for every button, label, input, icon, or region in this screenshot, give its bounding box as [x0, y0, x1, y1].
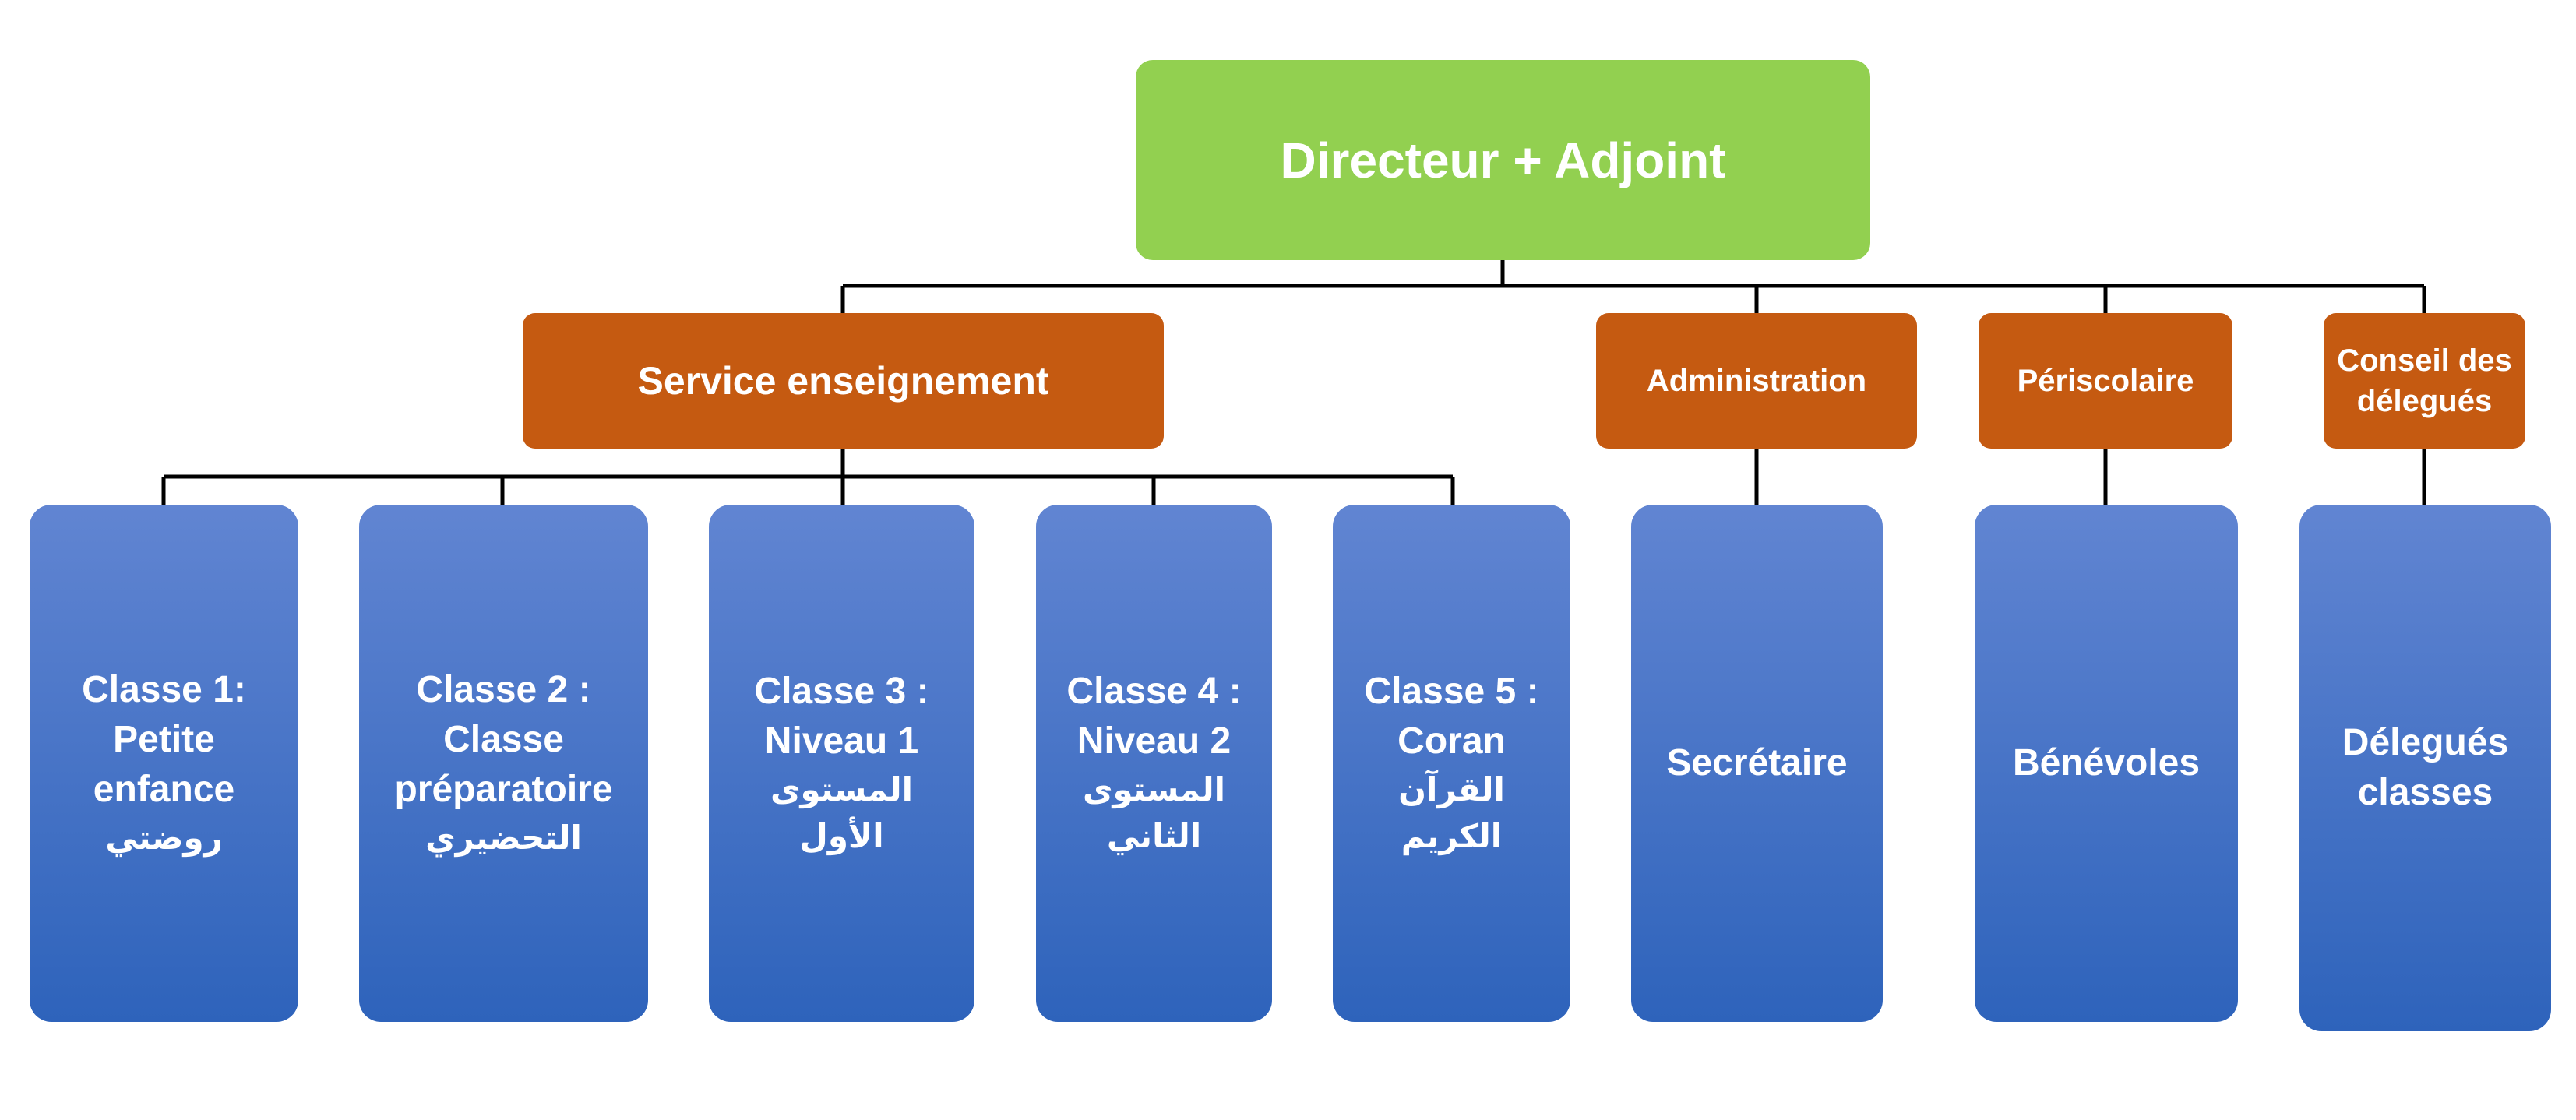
classe-line2: Niveau 1 — [764, 720, 919, 762]
classe-arabic-1: القرآن — [1398, 770, 1505, 808]
delegues-box: Délegués classes — [2299, 505, 2551, 1031]
benevoles-box: Bénévoles — [1975, 505, 2238, 1022]
classe-line3: enfance — [93, 769, 235, 810]
classe-2-box: Classe 2 : Classe préparatoire التحضيري — [359, 505, 648, 1022]
service-enseignement-box: Service enseignement — [523, 313, 1164, 449]
classe-arabic-2: الثاني — [1106, 817, 1202, 855]
classe-title: Classe 1: — [82, 669, 246, 710]
classe-arabic-2: الكريم — [1401, 817, 1503, 855]
administration-label: Administration — [1646, 364, 1867, 398]
conseil-line2: délegués — [2356, 384, 2493, 418]
conseil-line1: Conseil des — [2337, 343, 2512, 378]
classe-line3: préparatoire — [394, 769, 613, 810]
periscolaire-label: Périscolaire — [2017, 364, 2194, 398]
classe-arabic-1: المستوى — [770, 770, 914, 808]
classe-title: Classe 4 : — [1066, 671, 1242, 712]
administration-box: Administration — [1596, 313, 1917, 449]
classe-line2: Niveau 2 — [1077, 720, 1232, 762]
director-label: Directeur + Adjoint — [1280, 132, 1726, 188]
classe-arabic-1: روضتي — [105, 819, 223, 857]
classe-arabic-1: التحضيري — [425, 819, 582, 857]
secretaire-label: Secrétaire — [1666, 742, 1848, 784]
classe-5-box: Classe 5 : Coran القرآن الكريم — [1333, 505, 1570, 1022]
delegues-line2: classes — [2357, 772, 2493, 813]
classe-line2: Coran — [1397, 720, 1506, 762]
classe-4-box: Classe 4 : Niveau 2 المستوى الثاني — [1036, 505, 1272, 1022]
director-box: Directeur + Adjoint — [1136, 60, 1870, 260]
classe-arabic-2: الأول — [799, 817, 884, 855]
classe-line2: Petite — [113, 719, 215, 760]
periscolaire-box: Périscolaire — [1979, 313, 2232, 449]
classe-arabic-1: المستوى — [1082, 770, 1226, 808]
classe-line2: Classe — [443, 719, 564, 760]
benevoles-label: Bénévoles — [2012, 742, 2201, 784]
service-enseignement-label: Service enseignement — [637, 359, 1049, 403]
conseil-delegues-box: Conseil des délegués — [2324, 313, 2525, 449]
classe-title: Classe 5 : — [1364, 671, 1539, 712]
classe-title: Classe 2 : — [416, 669, 591, 710]
classe-title: Classe 3 : — [754, 671, 929, 712]
classe-3-box: Classe 3 : Niveau 1 المستوى الأول — [709, 505, 974, 1022]
secretaire-box: Secrétaire — [1631, 505, 1883, 1022]
delegues-line1: Délegués — [2342, 722, 2509, 763]
classe-1-box: Classe 1: Petite enfance روضتي — [30, 505, 298, 1022]
